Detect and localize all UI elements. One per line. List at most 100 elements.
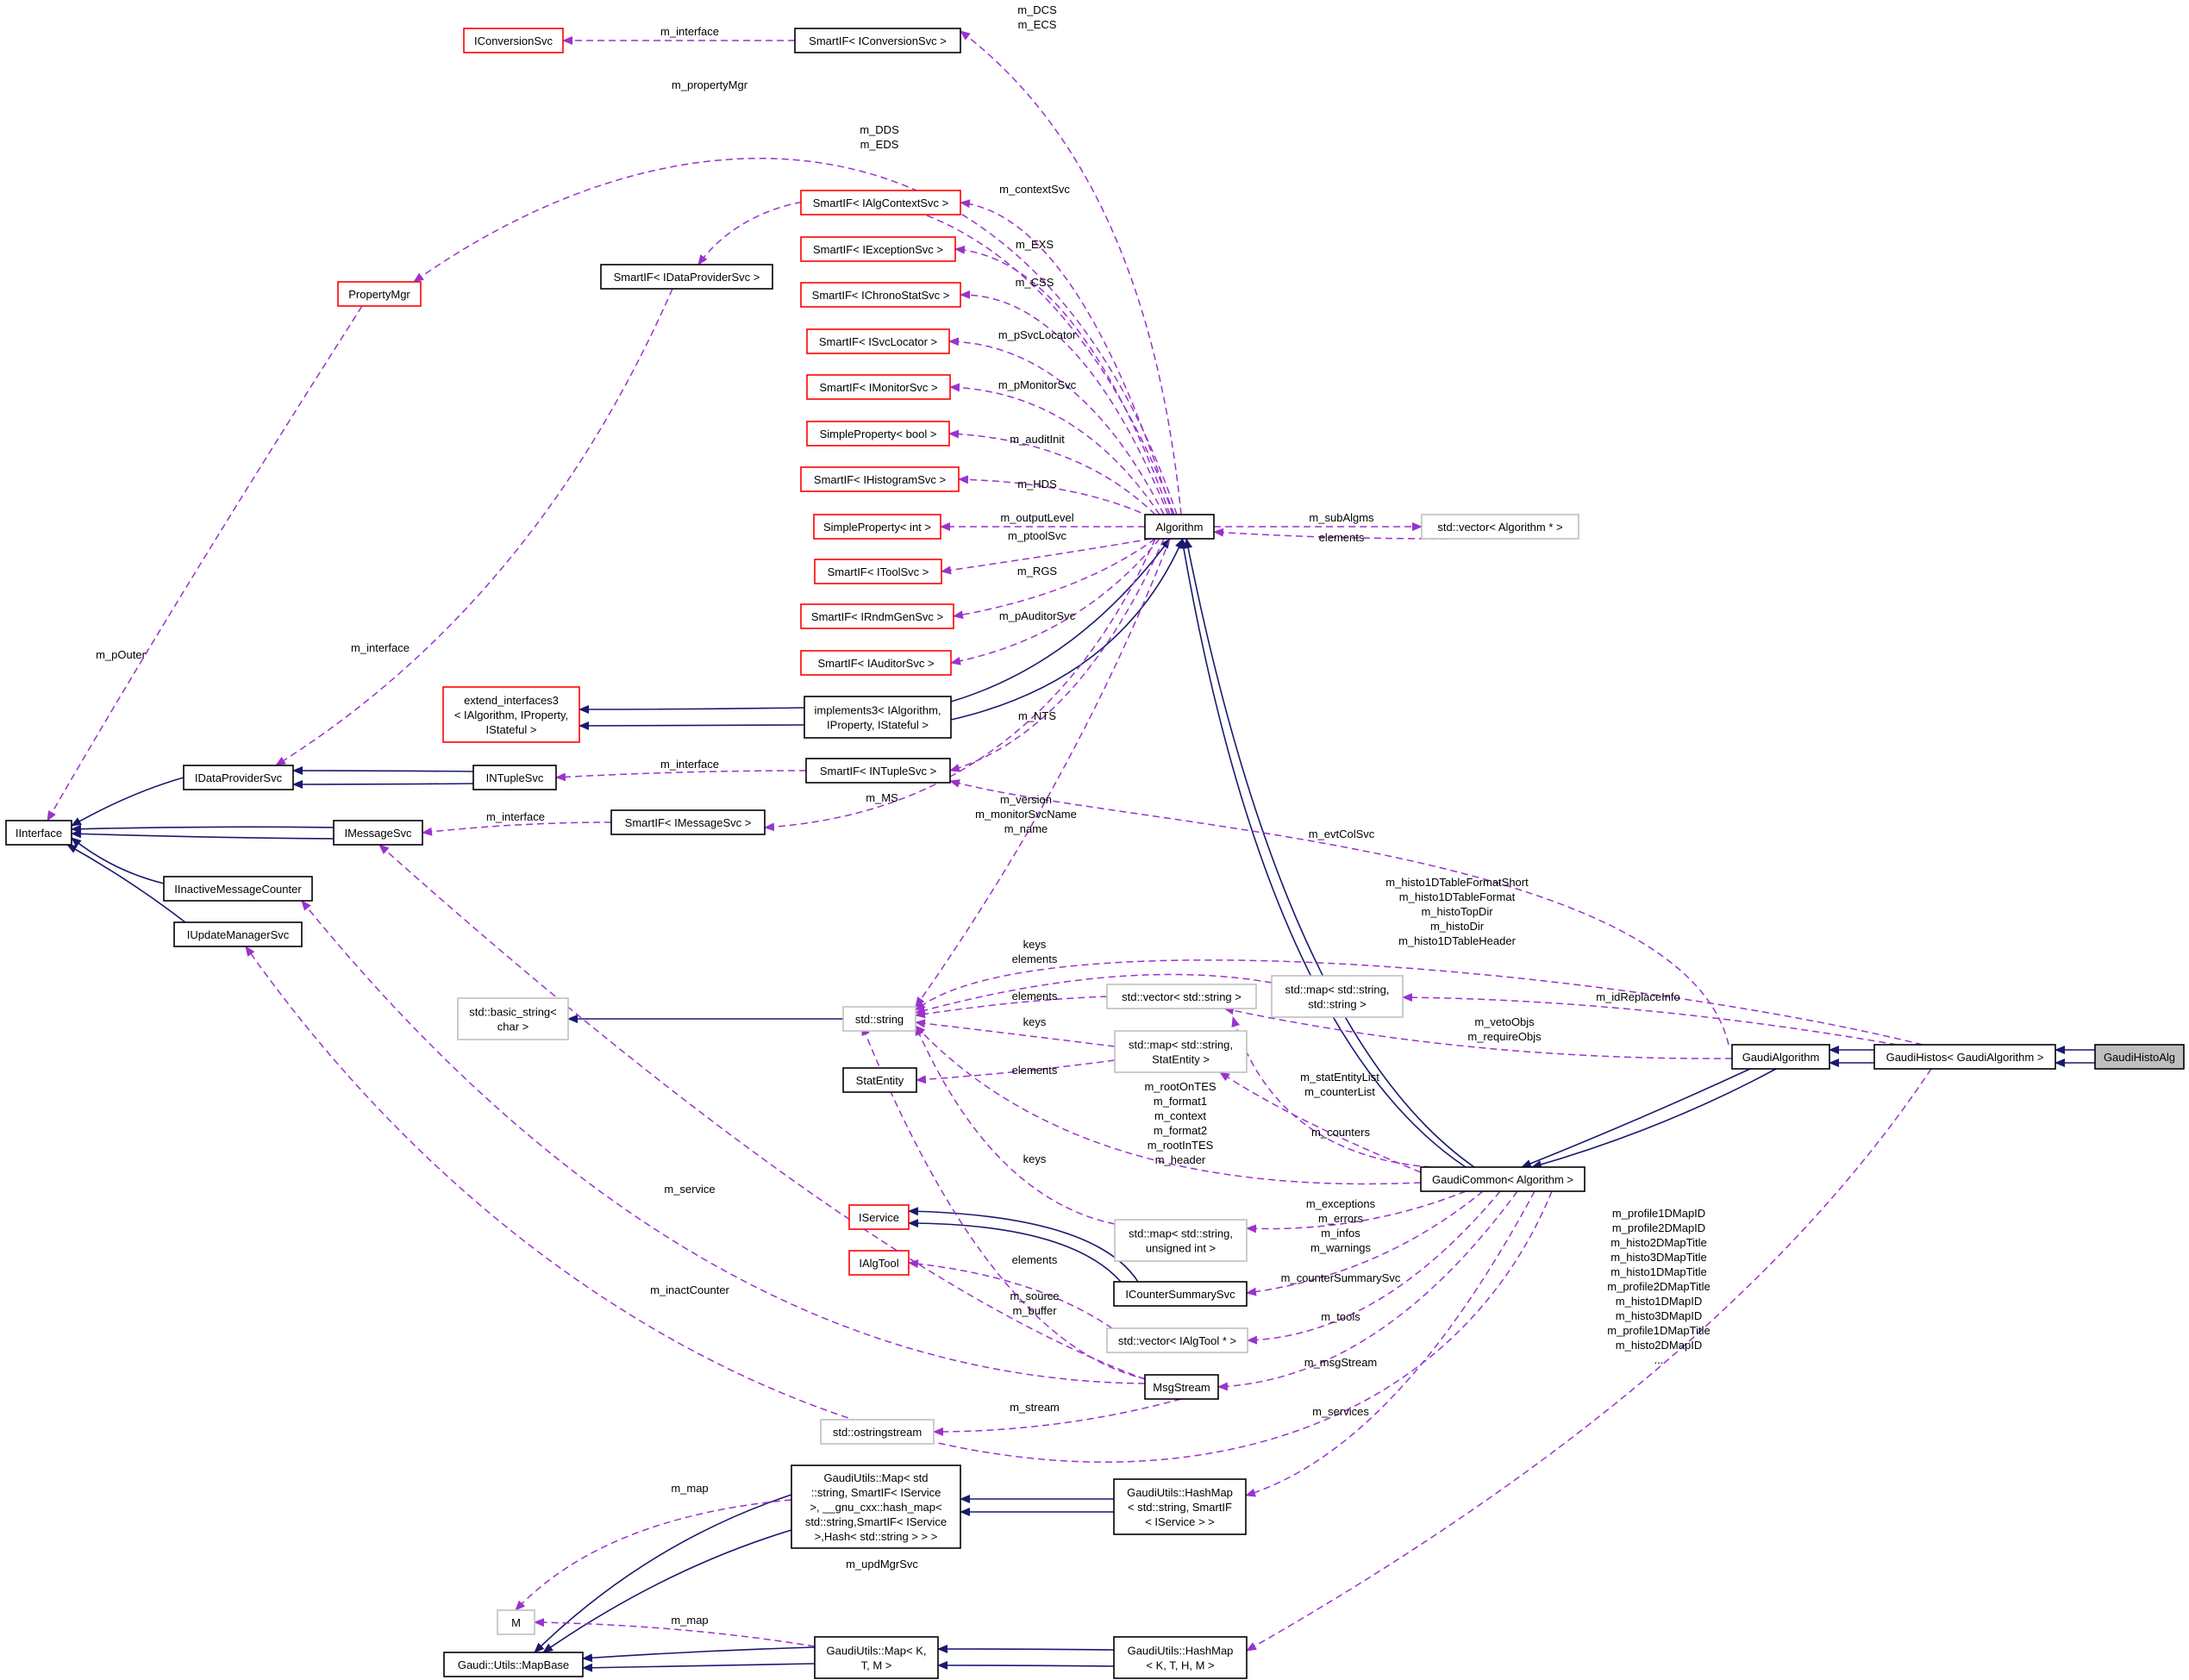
node-label: SmartIF< IExceptionSvc > — [813, 243, 943, 256]
edge-label: m_context — [1154, 1109, 1206, 1122]
node-ostringstream[interactable]: std::ostringstream — [820, 1419, 935, 1445]
node-iservice[interactable]: IService — [848, 1204, 910, 1230]
node-label: StatEntity > — [1152, 1053, 1210, 1066]
node-propertymgr[interactable]: PropertyMgr — [337, 281, 422, 307]
node-iupdatemanagersvc[interactable]: IUpdateManagerSvc — [173, 921, 303, 947]
edge-label: m_warnings — [1310, 1241, 1372, 1254]
node-statentity[interactable]: StatEntity — [842, 1067, 917, 1093]
node-label: SimpleProperty< int > — [823, 521, 931, 534]
node-label: SmartIF< IMessageSvc > — [625, 816, 752, 829]
node-ialgtool[interactable]: IAlgTool — [848, 1250, 910, 1276]
node-box — [1106, 1327, 1248, 1353]
node-label: GaudiUtils::HashMap — [1127, 1486, 1233, 1499]
member-edge — [915, 1019, 1116, 1047]
node-sif-iconversionsvc[interactable]: SmartIF< IConversionSvc > — [794, 28, 961, 53]
node-icountersummarysvc[interactable]: ICounterSummarySvc — [1113, 1281, 1248, 1307]
node-imessagesvc[interactable]: IMessageSvc — [333, 820, 423, 846]
member-edge — [948, 337, 1165, 515]
node-gu-map-std[interactable]: GaudiUtils::Map< std::string, SmartIF< I… — [791, 1465, 961, 1549]
member-edge — [949, 779, 1729, 1046]
node-box — [1113, 1636, 1248, 1679]
node-label: < IAlgorithm, IProperty, — [454, 709, 568, 721]
node-gu-hashmap-kthm[interactable]: GaudiUtils::HashMap< K, T, H, M > — [1113, 1636, 1248, 1679]
edge-label: m_profile2DMapID — [1612, 1221, 1705, 1234]
inheritance-edge — [579, 704, 805, 714]
node-algorithm[interactable]: Algorithm — [1144, 514, 1215, 540]
node-gaudicommon[interactable]: GaudiCommon< Algorithm > — [1420, 1166, 1585, 1192]
node-label: std::map< std::string, — [1129, 1227, 1233, 1240]
node-label: INTupleSvc — [486, 771, 544, 784]
inheritance-edge — [534, 1494, 792, 1653]
node-box — [800, 190, 961, 215]
node-gu-map-ktm[interactable]: GaudiUtils::Map< K,T, M > — [814, 1636, 939, 1679]
node-gu-hashmap-std[interactable]: GaudiUtils::HashMap< std::string, SmartI… — [1113, 1478, 1247, 1535]
node-vec-string[interactable]: std::vector< std::string > — [1106, 984, 1257, 1009]
node-vec-ialgtool[interactable]: std::vector< IAlgTool * > — [1106, 1327, 1248, 1353]
node-intuplesvc[interactable]: INTupleSvc — [472, 765, 557, 790]
edge-label: m_pAuditorSvc — [999, 609, 1076, 622]
node-box — [463, 28, 564, 53]
node-map-unsigned[interactable]: std::map< std::string,unsigned int > — [1114, 1219, 1248, 1262]
inheritance-edge — [937, 1661, 1115, 1671]
edge-label: m_exceptions — [1306, 1197, 1376, 1210]
node-sif-isvclocator[interactable]: SmartIF< ISvcLocator > — [806, 328, 950, 354]
node-box — [1114, 1030, 1248, 1073]
inheritance-edge — [1179, 538, 1467, 1168]
node-label: SmartIF< IConversionSvc > — [809, 34, 947, 47]
edge-label: m_msgStream — [1304, 1356, 1378, 1369]
node-label: SmartIF< IToolSvc > — [828, 565, 929, 578]
member-edge — [915, 973, 1273, 1015]
node-sif-idataprovidersvc[interactable]: SmartIF< IDataProviderSvc > — [600, 264, 773, 290]
member-edge — [933, 1398, 1182, 1436]
member-edge — [301, 900, 1146, 1384]
node-sif-ialgcontextsvc[interactable]: SmartIF< IAlgContextSvc > — [800, 190, 961, 215]
node-sif-ichronostatsvc[interactable]: SmartIF< IChronoStatSvc > — [800, 282, 961, 308]
member-edge — [861, 1025, 1148, 1380]
node-sif-ihistogramsvc[interactable]: SmartIF< IHistogramSvc > — [800, 466, 960, 492]
node-mapbase[interactable]: Gaudi::Utils::MapBase — [443, 1652, 584, 1677]
node-box — [1271, 975, 1404, 1018]
node-sif-imonitorsvc[interactable]: SmartIF< IMonitorSvc > — [806, 374, 951, 400]
edge-label: elements — [1319, 531, 1365, 544]
node-vec-algorithm[interactable]: std::vector< Algorithm * > — [1421, 514, 1579, 540]
node-m[interactable]: M — [497, 1609, 535, 1635]
node-gaudihistos[interactable]: GaudiHistos< GaudiAlgorithm > — [1873, 1044, 2056, 1070]
node-sif-iauditorsvc[interactable]: SmartIF< IAuditorSvc > — [800, 650, 952, 676]
node-idataprovidersvc[interactable]: IDataProviderSvc — [183, 765, 294, 790]
member-edge — [422, 821, 612, 836]
node-map-string-string[interactable]: std::map< std::string,std::string > — [1271, 975, 1404, 1018]
node-sif-intuplesvc[interactable]: SmartIF< INTupleSvc > — [805, 758, 951, 784]
node-map-statentity[interactable]: std::map< std::string,StatEntity > — [1114, 1030, 1248, 1073]
node-iinterface[interactable]: IInterface — [5, 820, 72, 846]
node-label: IDataProviderSvc — [195, 771, 283, 784]
node-box — [443, 1652, 584, 1677]
node-label: Algorithm — [1156, 521, 1204, 534]
node-sif-itoolsvc[interactable]: SmartIF< IToolSvc > — [814, 559, 942, 584]
node-label: std::string,SmartIF< IService — [805, 1515, 947, 1528]
node-sp-bool[interactable]: SimpleProperty< bool > — [806, 421, 950, 447]
node-label: < K, T, H, M > — [1146, 1659, 1214, 1672]
member-edge — [555, 770, 807, 782]
node-sp-int[interactable]: SimpleProperty< int > — [813, 514, 941, 540]
node-gaudialgorithm[interactable]: GaudiAlgorithm — [1731, 1044, 1830, 1070]
edge-label: m_subAlgms — [1309, 511, 1374, 524]
node-std-string[interactable]: std::string — [842, 1006, 916, 1032]
node-basic-string[interactable]: std::basic_string<char > — [457, 997, 569, 1040]
node-msgstream[interactable]: MsgStream — [1144, 1374, 1219, 1400]
node-sif-irndmgensvc[interactable]: SmartIF< IRndmGenSvc > — [800, 603, 954, 629]
node-sif-iexceptionsvc[interactable]: SmartIF< IExceptionSvc > — [800, 236, 956, 262]
node-iconversionsvc[interactable]: IConversionSvc — [463, 28, 564, 53]
edge-label: elements — [1012, 990, 1058, 1002]
node-gaudihistoalg[interactable]: GaudiHistoAlg — [2094, 1044, 2185, 1070]
node-implements3[interactable]: implements3< IAlgorithm,IProperty, IStat… — [804, 696, 952, 739]
node-box — [791, 1465, 961, 1549]
node-iinactivemessagecounter[interactable]: IInactiveMessageCounter — [163, 876, 313, 902]
node-label: T, M > — [861, 1659, 892, 1672]
node-extend-interfaces3[interactable]: extend_interfaces3< IAlgorithm, IPropert… — [442, 686, 580, 743]
edge-label: m_histo1DTableHeader — [1398, 934, 1517, 947]
node-label: SmartIF< IHistogramSvc > — [814, 473, 946, 486]
node-sif-imessagesvc[interactable]: SmartIF< IMessageSvc > — [610, 809, 766, 835]
edge-label: m_stream — [1010, 1401, 1060, 1414]
edge-label: m_histo2DMapTitle — [1610, 1236, 1707, 1249]
member-edge — [764, 538, 1156, 832]
